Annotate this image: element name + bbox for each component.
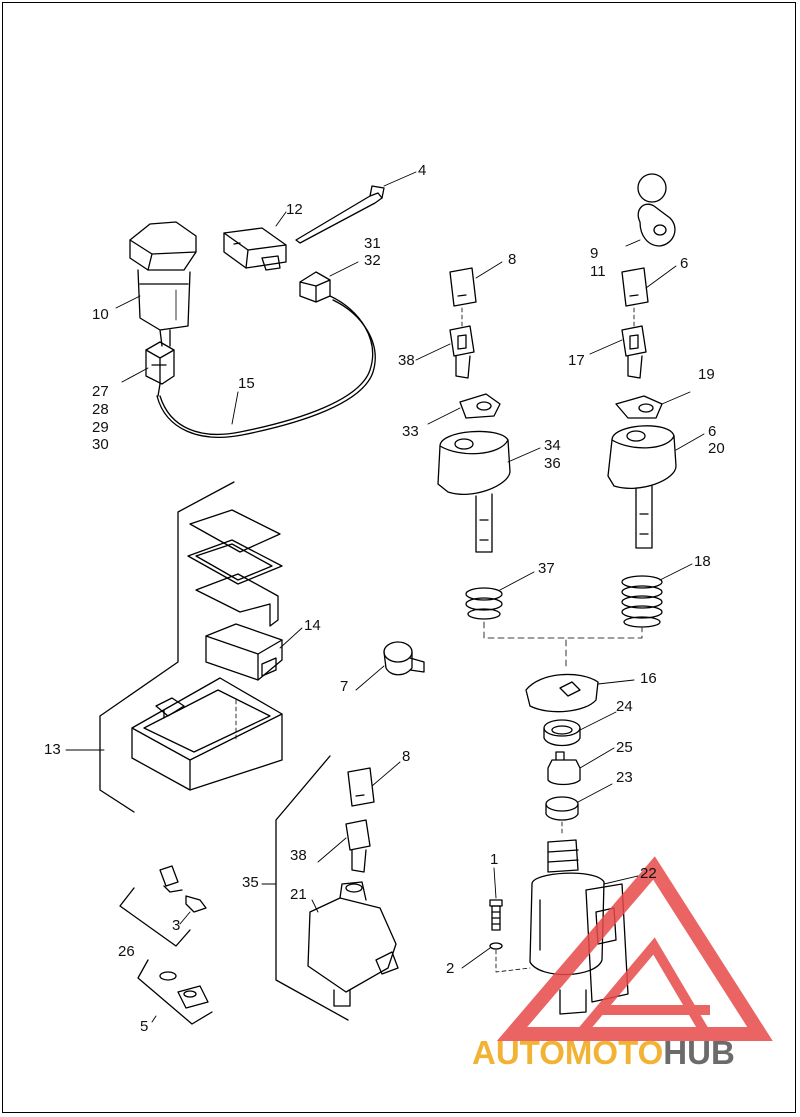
spring-18 [621, 575, 663, 628]
callout-2: 2 [446, 960, 455, 977]
watermark-auto: AUTO [472, 1034, 565, 1071]
lock-body-22 [529, 839, 629, 1015]
callout-33: 33 [402, 423, 419, 440]
callout-20: 20 [708, 440, 725, 457]
module-assembly-part [131, 509, 283, 791]
plug-5 [159, 971, 209, 1009]
callout-4: 4 [418, 162, 427, 179]
watermark-moto: MOTO [564, 1034, 664, 1071]
callout-6-mid: 6 [708, 423, 717, 440]
watermark-hub: HUB [663, 1034, 735, 1071]
plate-19 [615, 395, 663, 419]
lock-cap-34 [437, 430, 511, 553]
washer-2 [489, 942, 503, 950]
ring-25 [547, 751, 581, 786]
lock-21 [307, 881, 399, 1007]
callout-23: 23 [616, 769, 633, 786]
callout-11: 11 [590, 263, 606, 280]
key-blank-6-top [621, 267, 649, 307]
callout-30: 30 [92, 436, 109, 453]
callout-1: 1 [490, 851, 499, 868]
callout-7: 7 [340, 678, 349, 695]
plate-33 [459, 393, 501, 419]
callout-32: 32 [364, 252, 381, 269]
watermark-text: AUTOMOTOHUB [472, 1034, 735, 1072]
ring-23 [545, 796, 579, 821]
callout-17: 17 [568, 352, 585, 369]
watermark-logo [496, 856, 773, 1041]
callout-35: 35 [242, 874, 259, 891]
callout-24: 24 [616, 698, 633, 715]
callout-22: 22 [640, 865, 657, 882]
callout-38-bottom: 38 [290, 847, 307, 864]
leader-lines [65, 171, 705, 1023]
callout-8-bottom: 8 [402, 748, 411, 765]
callout-37: 37 [538, 560, 555, 577]
callout-21: 21 [290, 886, 307, 903]
callout-19: 19 [698, 366, 715, 383]
callout-36: 36 [544, 455, 561, 472]
group-bracket-13 [99, 481, 235, 813]
connector-block-part [223, 227, 287, 271]
wire-harness-part [145, 271, 376, 438]
cable-tie-part [295, 185, 385, 244]
callout-26: 26 [118, 943, 135, 960]
callout-15: 15 [238, 375, 255, 392]
callout-8-top: 8 [508, 251, 517, 268]
o-ring-37 [465, 587, 503, 620]
callout-27: 27 [92, 383, 109, 400]
ignition-switch-part [129, 221, 197, 347]
key-17 [621, 325, 647, 379]
screw-1 [489, 899, 503, 931]
key-fob-part [637, 173, 676, 247]
key-blank-8-top [449, 267, 477, 307]
callout-16: 16 [640, 670, 657, 687]
group-bracket-26 [119, 887, 191, 947]
ring-24 [543, 719, 581, 747]
callout-6-top: 6 [680, 255, 689, 272]
callout-18: 18 [694, 553, 711, 570]
callout-25: 25 [616, 739, 633, 756]
group-bracket-35 [275, 755, 349, 1021]
knob-part [383, 641, 425, 676]
plate-16 [525, 673, 599, 713]
callout-34: 34 [544, 437, 561, 454]
callout-3: 3 [172, 917, 181, 934]
callout-38-top: 38 [398, 352, 415, 369]
sensor-part [159, 865, 207, 913]
callout-9: 9 [590, 245, 599, 262]
callout-14: 14 [304, 617, 321, 634]
callout-12: 12 [286, 201, 303, 218]
group-bracket-5 [137, 959, 213, 1025]
callout-31: 31 [364, 235, 381, 252]
callout-29: 29 [92, 419, 109, 436]
key-blank-8-bottom [347, 767, 375, 807]
lock-cap-6 [607, 425, 677, 549]
callout-5: 5 [140, 1018, 149, 1035]
key-38-bottom [345, 819, 371, 873]
key-38-top [449, 325, 475, 379]
callout-13: 13 [44, 741, 61, 758]
callout-10: 10 [92, 306, 109, 323]
callout-28: 28 [92, 401, 109, 418]
